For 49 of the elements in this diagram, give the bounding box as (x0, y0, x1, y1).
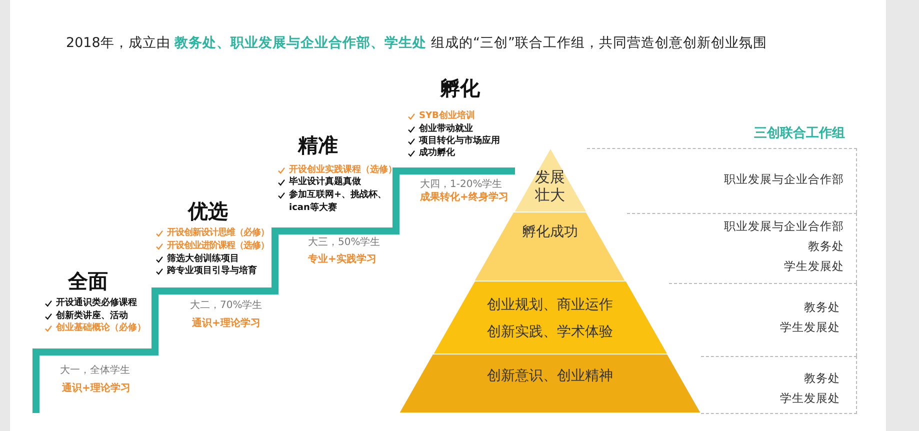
stage-heading: 优选 (188, 199, 228, 223)
stage-caption: 大一，全体学生 (60, 365, 130, 377)
department-name: 学生发展处 (780, 319, 840, 336)
list-item: 开设创新设计思维（必修） (167, 227, 269, 240)
pyramid-layer (514, 148, 586, 212)
stage-caption: 专业+实践学习 (308, 254, 376, 266)
stage-caption: 大三，50%学生 (308, 237, 380, 249)
list-item: 跨专业项目引导与培育 (167, 265, 257, 278)
title: 2018年，成立由 教务处、职业发展与企业合作部、学生处 组成的“三创”联合工作组，共同营造创意创新创业氛围 (66, 35, 767, 52)
layer-text: 孵化成功 (520, 224, 579, 241)
stage-heading: 全面 (68, 269, 108, 293)
department-name: 教务处 (803, 370, 840, 387)
list-item: 成功孵化 (419, 147, 455, 160)
stage-heading: 精准 (298, 133, 338, 157)
list-item: 参加互联网+、挑战杯、ican等大赛 (289, 189, 388, 214)
pyramid-layer (432, 281, 668, 354)
department-name: 学生发展处 (780, 390, 840, 407)
stage-caption: 通识+理论学习 (62, 383, 130, 395)
department-name: 教务处 (803, 299, 840, 316)
list-item: 开设创业进阶课程（选修） (167, 240, 269, 252)
table-row (701, 356, 857, 414)
department-name: 学生发展处 (783, 258, 844, 275)
department-name: 职业发展与企业合作部 (724, 171, 844, 188)
stage-caption: 大二，70%学生 (190, 300, 262, 312)
group-heading: 三创联合工作组 (754, 126, 845, 142)
layer-text: 创新意识、创业精神 (486, 368, 614, 385)
stage-caption: 通识+理论学习 (192, 318, 260, 330)
layer-text: 创新实践、学术体验 (486, 324, 614, 341)
list-item: 项目转化与市场应用 (419, 135, 500, 147)
layer-text: 创业规划、商业运作 (486, 297, 614, 314)
list-item: 开设创业实践课程（选修） (289, 164, 397, 176)
table-row (587, 148, 857, 213)
stage-heading: 孵化 (440, 76, 480, 100)
table-row (669, 283, 857, 356)
list-item: 筛选大创训练项目 (167, 253, 239, 265)
layer-text: 发展壮大 (534, 168, 566, 204)
list-item: 毕业设计真题真做 (289, 176, 361, 188)
stage-caption: 大四，1-20%学生 (420, 179, 502, 191)
department-name: 教务处 (807, 238, 844, 255)
list-item: 创业基础概论（必修） (56, 322, 146, 334)
pyramid-layer (399, 354, 701, 413)
list-item: 开设通识类必修课程 (56, 297, 137, 310)
pyramid-layer (474, 212, 626, 281)
list-item: 创业带动就业 (419, 123, 473, 135)
department-name: 职业发展与企业合作部 (724, 218, 844, 235)
table-row (627, 213, 857, 283)
list-item: SYB创业培训 (419, 110, 475, 122)
list-item: 创新类讲座、活动 (56, 310, 128, 322)
stage-caption: 成果转化+终身学习 (420, 192, 508, 204)
